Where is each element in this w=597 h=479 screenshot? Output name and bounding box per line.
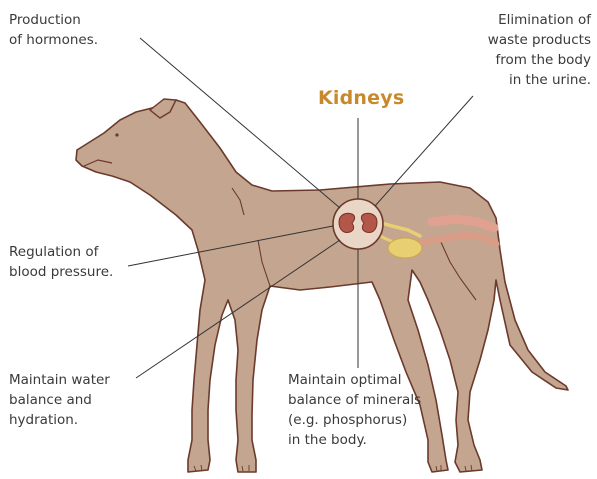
diagram-title: Kidneys xyxy=(318,87,404,109)
label-water: Maintain water balance and hydration. xyxy=(9,370,110,430)
label-waste: Elimination of waste products from the b… xyxy=(488,10,591,90)
right-kidney xyxy=(361,213,377,232)
label-pressure: Regulation of blood pressure. xyxy=(9,242,113,282)
label-hormones: Production of hormones. xyxy=(9,10,98,50)
bladder xyxy=(388,238,422,258)
label-minerals: Maintain optimal balance of minerals (e.… xyxy=(288,370,421,450)
left-kidney xyxy=(339,213,355,232)
dog-eye xyxy=(115,133,118,136)
